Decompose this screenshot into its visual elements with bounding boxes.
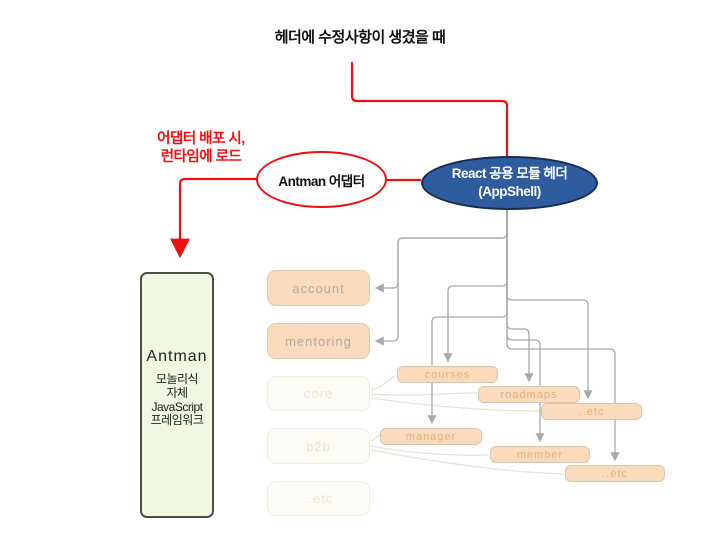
module-etc-right-2: ..etc: [565, 465, 665, 482]
appshell-label-line2: (AppShell): [478, 184, 541, 199]
appshell-node: React 공용 모듈 헤더 (AppShell): [421, 156, 598, 210]
deploy-note-line2: 런타임에 로드: [160, 149, 242, 166]
module-etc-right-1: ..etc: [541, 403, 642, 420]
red-annotation-lines: [170, 62, 509, 259]
antman-framework-desc-line: 자체: [166, 385, 188, 400]
module-mentoring: mentoring: [267, 323, 370, 359]
module-b2b: b2b: [267, 428, 370, 464]
antman-adapter-node: Antman 어댑터: [256, 151, 387, 208]
module-roadmaps: roadmaps: [478, 386, 580, 403]
appshell-label-line1: React 공용 모듈 헤더: [451, 166, 568, 182]
faint-dependency-curves: [370, 374, 565, 475]
module-core: core: [267, 376, 370, 411]
antman-framework-desc-line: JavaScript: [151, 399, 203, 414]
diagram-title: 헤더에 수정사항이 생겼을 때: [274, 29, 446, 46]
module-etc-left: ..etc: [267, 481, 370, 516]
antman-framework-title: Antman: [146, 347, 208, 365]
antman-adapter-label: Antman 어댑터: [278, 173, 365, 189]
antman-framework-desc-line: 모놀리식: [155, 371, 199, 386]
module-manager: manager: [380, 428, 482, 445]
antman-framework-box: Antman 모놀리식 자체 JavaScript 프레임워크: [140, 272, 214, 518]
module-courses: courses: [397, 366, 498, 383]
module-account: account: [267, 270, 370, 306]
deploy-note-label: 어댑터 배포 시, 런타임에 로드: [143, 130, 259, 166]
appshell-module-arrows: [374, 204, 620, 462]
deploy-note-line1: 어댑터 배포 시,: [157, 131, 245, 147]
antman-framework-desc-line: 프레임워크: [150, 413, 204, 428]
module-member: member: [490, 446, 590, 463]
